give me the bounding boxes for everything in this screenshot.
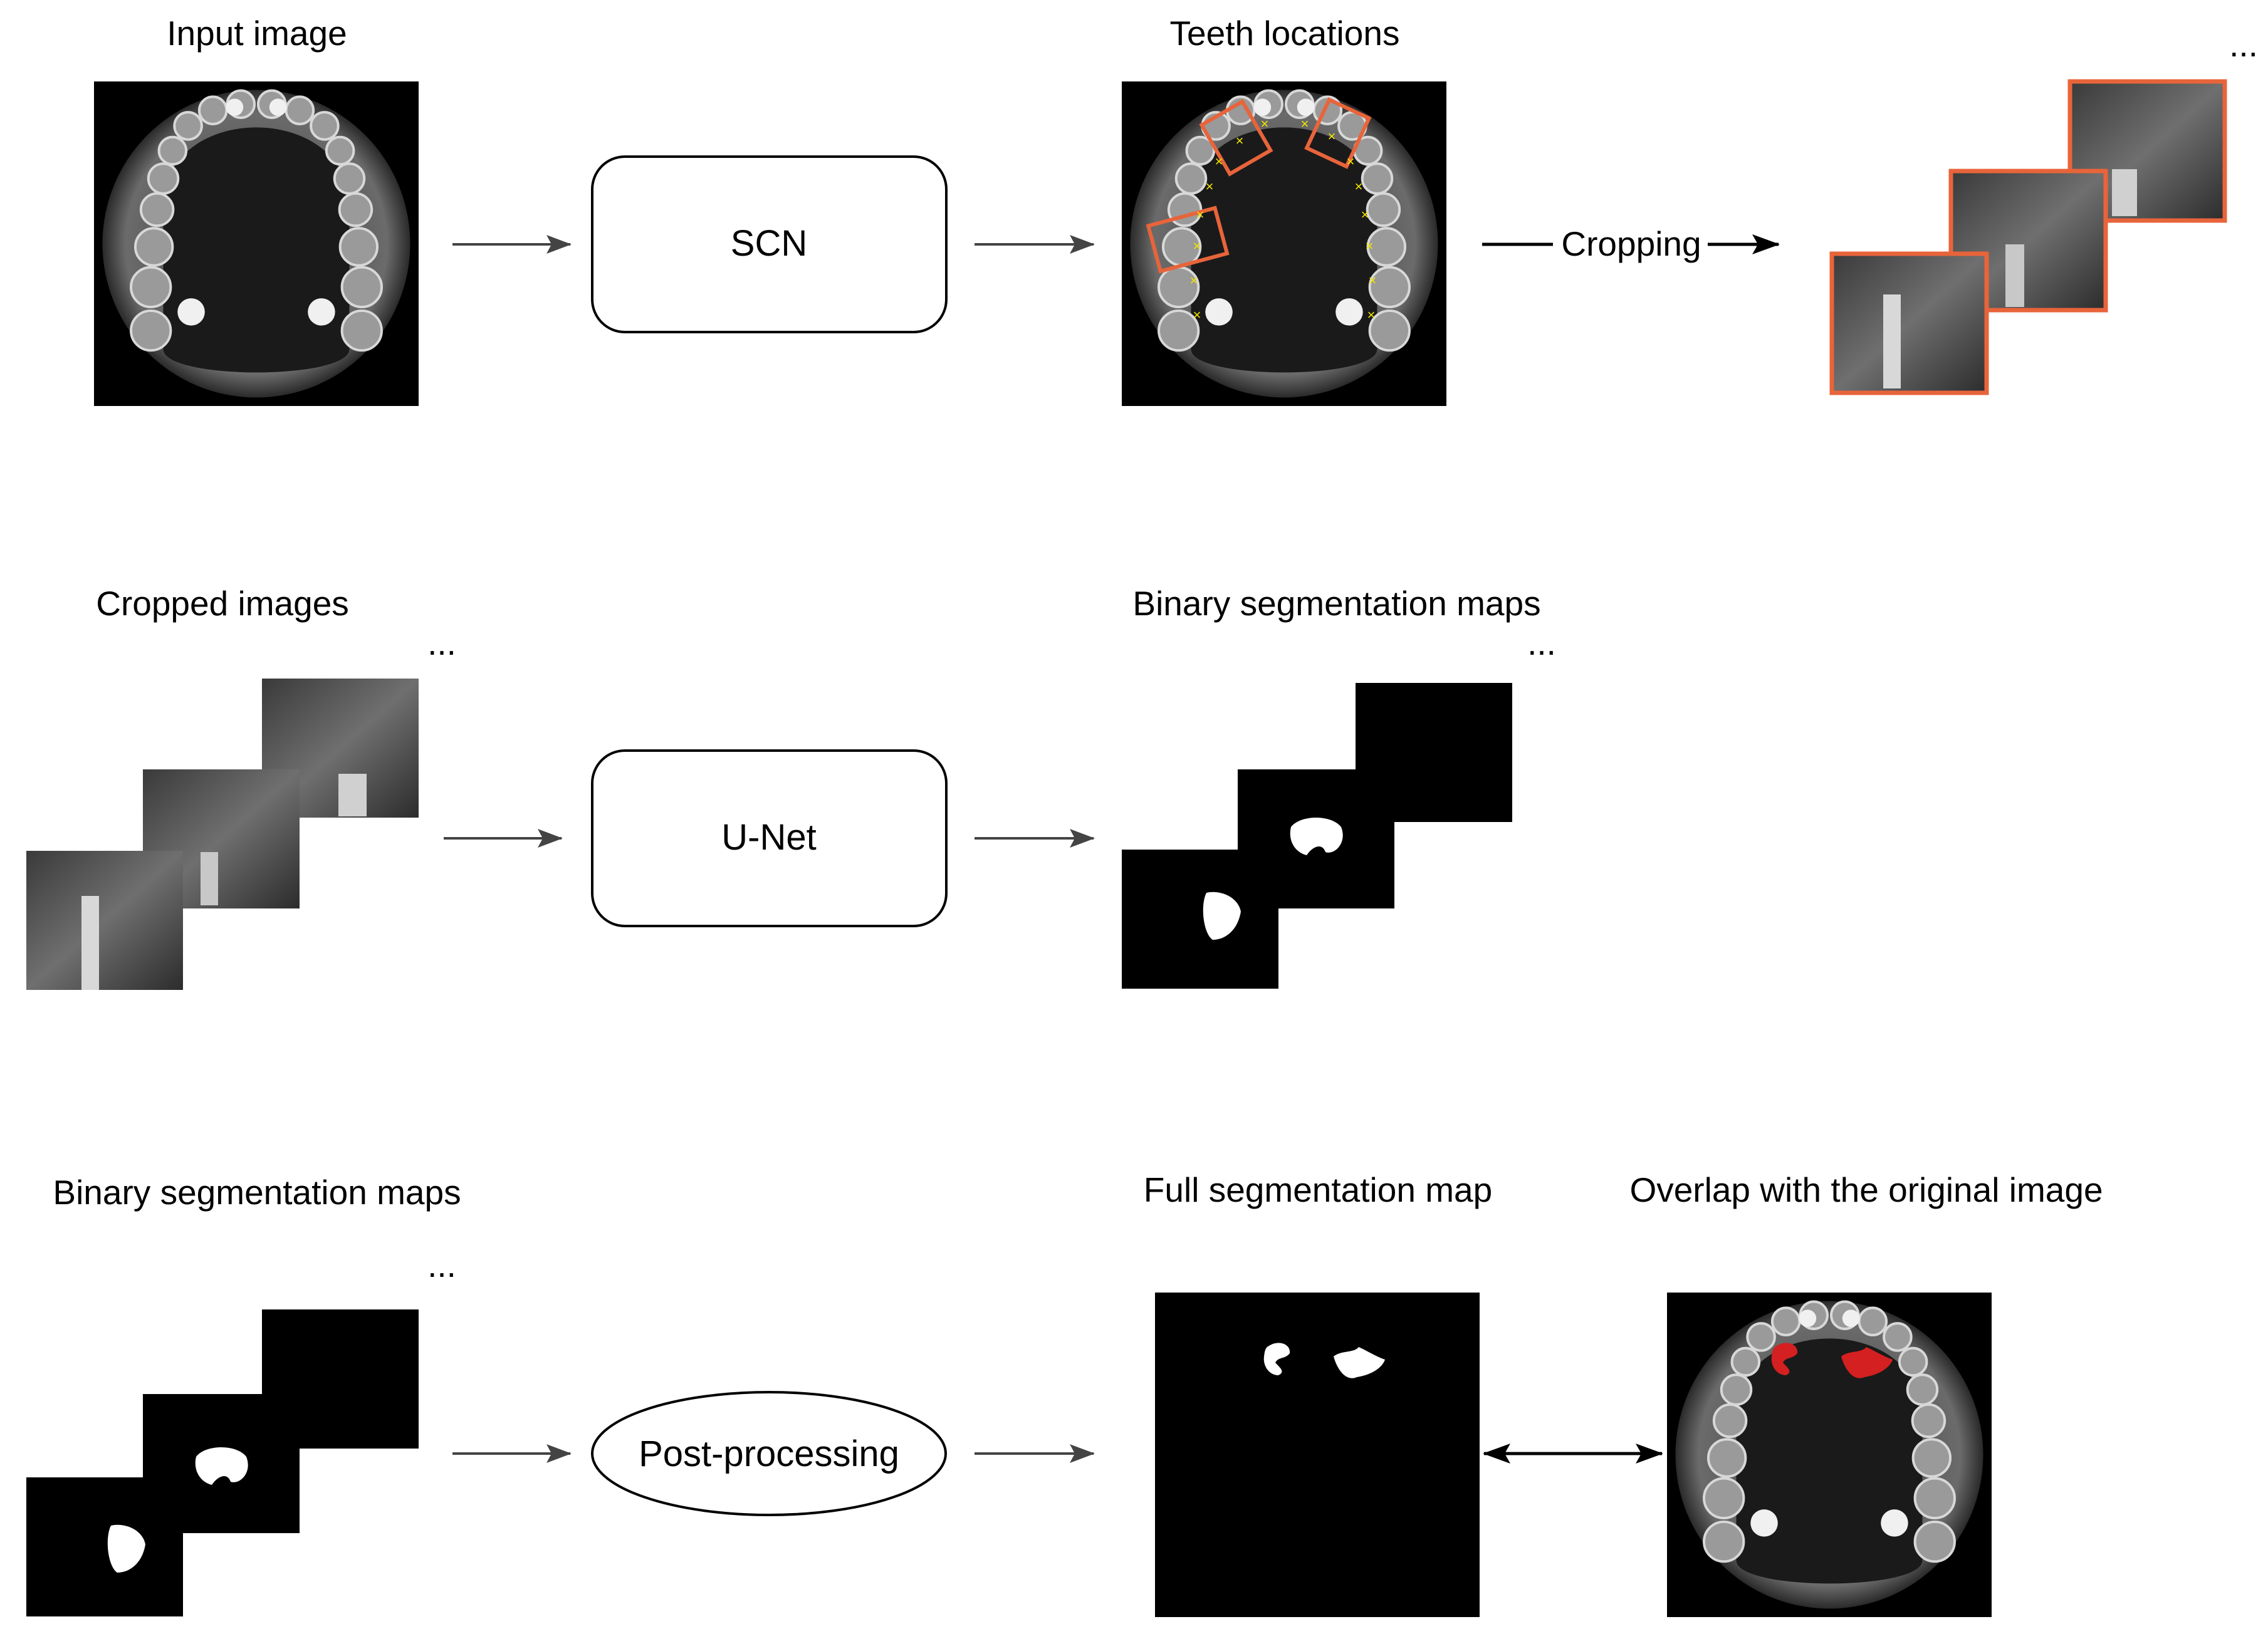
svg-text:×: × xyxy=(1328,128,1336,144)
teeth-locations-label: Teeth locations xyxy=(1170,14,1400,53)
svg-text:×: × xyxy=(1206,179,1214,194)
input-ct-image xyxy=(94,81,419,406)
svg-text:×: × xyxy=(1261,116,1269,132)
svg-text:×: × xyxy=(1196,207,1205,222)
tooth-center-markers: ××× ××× ××× ××× ××× × xyxy=(1190,116,1377,323)
binary-maps-ellipsis-row2: ... xyxy=(1527,623,1556,662)
teeth-locations-image: ××× ××× ××× ××× ××× × xyxy=(1122,81,1446,406)
unet-label: U-Net xyxy=(721,817,816,858)
svg-text:×: × xyxy=(1367,307,1376,323)
scn-box: SCN xyxy=(591,155,948,333)
cropped-images-label: Cropped images xyxy=(96,584,349,623)
svg-text:×: × xyxy=(1347,154,1355,169)
svg-text:×: × xyxy=(1236,133,1244,148)
cropped-ellipsis-row1: ... xyxy=(2229,25,2258,64)
cropped-images-ellipsis: ... xyxy=(427,623,456,662)
binary-maps-stack-row2 xyxy=(1122,683,1512,989)
svg-text:×: × xyxy=(1215,154,1223,169)
svg-text:×: × xyxy=(1193,307,1201,323)
crop-boxes xyxy=(1146,97,1372,274)
full-segmentation-map xyxy=(1155,1293,1480,1617)
input-image-label: Input image xyxy=(167,14,347,53)
binary-maps-ellipsis-row3: ... xyxy=(427,1246,456,1284)
cropping-label: Cropping xyxy=(1561,224,1701,263)
overlap-label: Overlap with the original image xyxy=(1629,1170,2103,1209)
svg-text:×: × xyxy=(1369,273,1377,288)
svg-text:×: × xyxy=(1190,273,1198,288)
svg-text:×: × xyxy=(1301,116,1309,132)
cropped-images-stack xyxy=(26,679,419,990)
binary-maps-label-row2: Binary segmentation maps xyxy=(1132,584,1540,623)
full-segmentation-label: Full segmentation map xyxy=(1144,1170,1492,1209)
svg-text:×: × xyxy=(1361,207,1369,222)
overlap-image xyxy=(1667,1293,1992,1617)
scn-label: SCN xyxy=(731,223,807,264)
post-processing-ellipse: Post-processing xyxy=(591,1391,947,1516)
post-processing-label: Post-processing xyxy=(639,1434,899,1474)
unet-box: U-Net xyxy=(591,749,948,927)
binary-maps-stack-row3 xyxy=(26,1309,419,1616)
binary-maps-label-row3: Binary segmentation maps xyxy=(53,1173,461,1212)
svg-text:×: × xyxy=(1366,238,1374,254)
svg-text:×: × xyxy=(1355,179,1363,194)
svg-text:×: × xyxy=(1193,238,1201,254)
cropped-patches-row1 xyxy=(1829,79,2227,395)
